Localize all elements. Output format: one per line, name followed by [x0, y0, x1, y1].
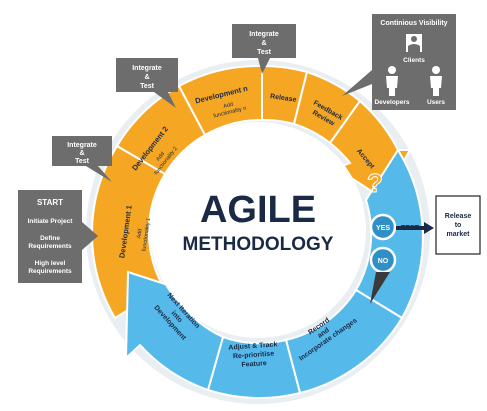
start-define: Define	[40, 235, 60, 242]
callout-integrate-test-2: Integrate & Test	[116, 58, 178, 108]
start-heading: START	[37, 198, 63, 207]
start-initiate-project: Initiate Project	[28, 218, 74, 225]
center-circle	[150, 122, 366, 338]
label-feature: Feature	[241, 360, 267, 369]
callout-3-line-3: Test	[257, 49, 272, 56]
release-box-line-1: Release	[445, 213, 472, 220]
callout-3-line-1: Integrate	[249, 31, 279, 38]
visibility-title: Continious Visibility	[380, 20, 447, 27]
callout-1-line-2: &	[79, 150, 84, 157]
visibility-clients: Clients	[403, 57, 425, 64]
visibility-box: Continious Visibility Clients Developers…	[342, 14, 456, 110]
label-dev2-sub-1: Add	[155, 151, 166, 162]
callout-2-line-1: Integrate	[132, 65, 162, 72]
label-dev1-sub-2: functionality 1	[142, 218, 153, 252]
yes-circle	[369, 213, 397, 241]
yes-label: YES	[376, 225, 390, 232]
callout-1-line-1: Integrate	[67, 142, 97, 149]
callout-2-line-3: Test	[140, 83, 155, 90]
title-agile: AGILE	[200, 189, 316, 231]
release-box-line-3: market	[447, 231, 471, 238]
callout-integrate-test-1: Integrate & Test	[52, 136, 112, 182]
label-devn-sub-1: Add	[223, 102, 234, 110]
label-dev1-sub-1: Add	[136, 228, 143, 239]
start-define-requirements: Requirements	[28, 243, 72, 250]
no-arrow	[370, 272, 390, 304]
callout-2-line-2: &	[144, 74, 149, 81]
callout-integrate-test-3: Integrate & Test	[232, 24, 296, 74]
segment-next-iteration-arrow	[124, 270, 225, 392]
release-box-line-2: to	[455, 222, 462, 229]
start-box: START Initiate Project Define Requiremen…	[18, 190, 98, 283]
user-person-icon	[430, 66, 442, 96]
callout-3-line-2: &	[261, 40, 266, 47]
visibility-developers: Developers	[374, 99, 409, 106]
label-adjust: Adjust & Track	[228, 341, 277, 351]
developer-person-icon	[386, 66, 398, 96]
start-high-level-requirements: Requirements	[28, 268, 72, 275]
to-release-arrow	[396, 222, 434, 234]
callout-1-line-3: Test	[75, 158, 90, 165]
release-to-market-box: Release to market	[435, 195, 481, 255]
visibility-users: Users	[427, 99, 445, 106]
label-release: Release	[270, 93, 297, 104]
question-icon: ?	[367, 168, 383, 198]
label-reprioritise: Re-prioritise	[233, 351, 275, 361]
start-high-level: High level	[35, 260, 66, 267]
client-person-icon	[406, 34, 422, 52]
no-label: NO	[378, 258, 389, 265]
title-methodology: METHODOLOGY	[183, 234, 334, 255]
